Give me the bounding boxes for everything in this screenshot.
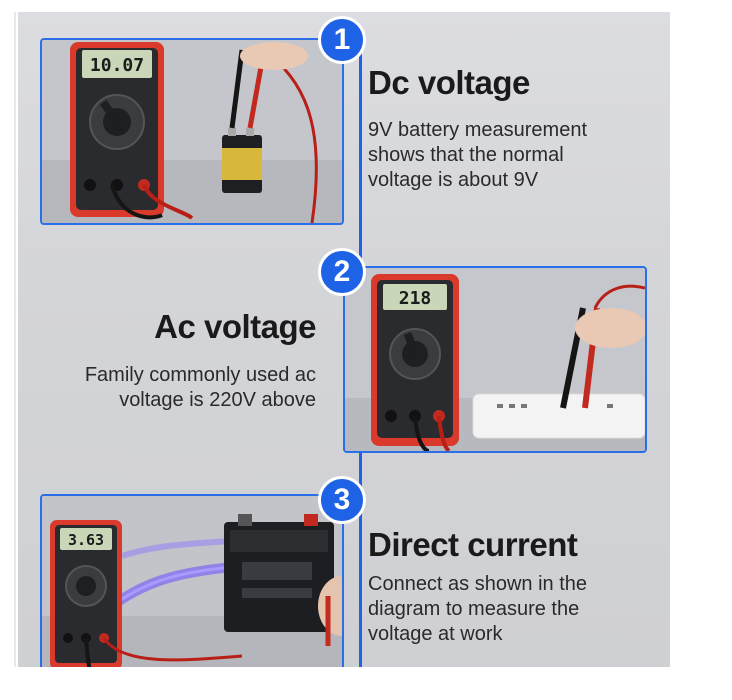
step3-description: Connect as shown in the diagram to measu…	[368, 573, 588, 645]
step2-lcd-reading: 218	[399, 288, 432, 309]
infographic-panel: 10.07 1 Dc voltage 9V battery measuremen…	[18, 12, 670, 667]
step1-illustration: 10.07	[42, 40, 342, 223]
step1-number-badge: 1	[318, 16, 366, 64]
step3-title: Direct current	[368, 526, 578, 563]
step1-lcd-reading: 10.07	[90, 55, 144, 76]
step2-photo: 218	[343, 266, 647, 453]
step2-illustration: 218	[345, 268, 645, 451]
step2-description: Family commonly used ac voltage is 220V …	[84, 364, 316, 411]
step1-title: Dc voltage	[368, 64, 530, 101]
step2-title: Ac voltage	[154, 308, 316, 345]
step3-number-badge: 3	[318, 476, 366, 524]
step3-lcd-reading: 3.63	[68, 531, 104, 549]
step3-illustration: 3.63	[42, 496, 342, 667]
step3-photo: 3.63	[40, 494, 344, 667]
step2-number-badge: 2	[318, 248, 366, 296]
step1-description: 9V battery measurement shows that the no…	[368, 119, 587, 191]
step1-photo: 10.07	[40, 38, 344, 225]
left-divider	[14, 12, 16, 667]
